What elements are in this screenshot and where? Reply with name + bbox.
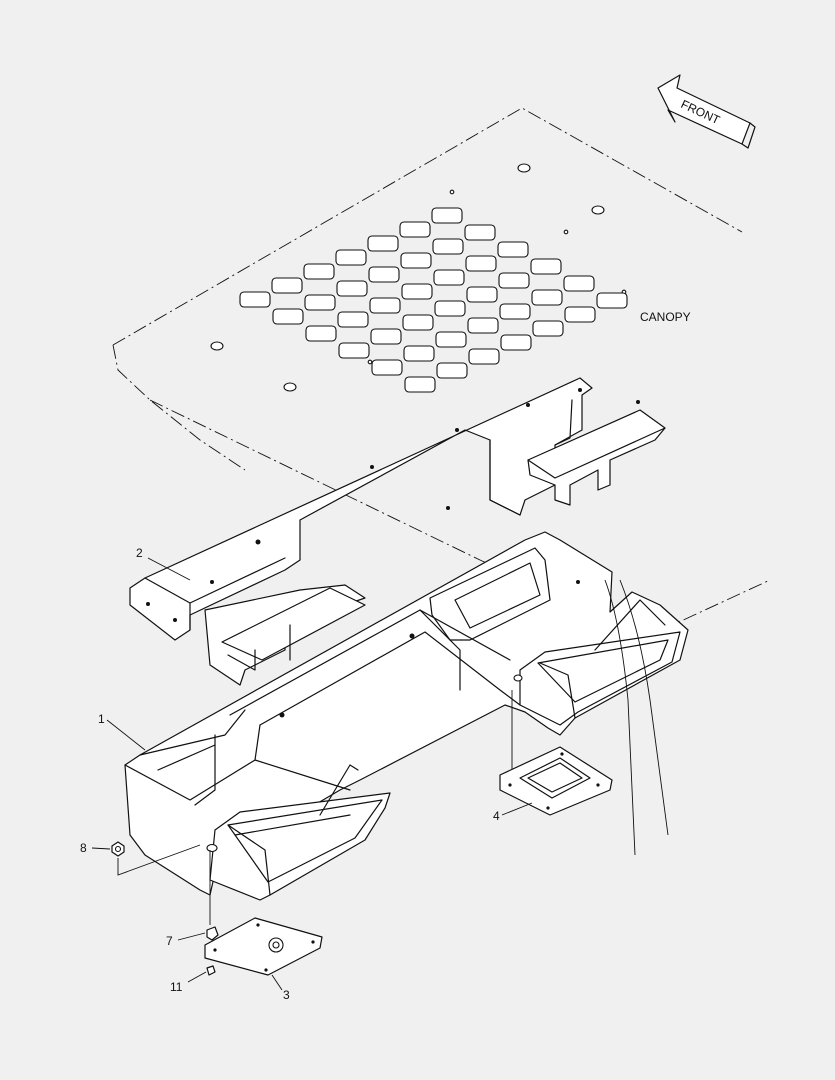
vent-slot — [468, 348, 500, 365]
vent-slot — [500, 334, 532, 351]
vent-slot — [272, 308, 304, 325]
vent-slot — [370, 328, 402, 345]
vent-slot — [336, 280, 368, 297]
vent-slot — [338, 342, 370, 359]
vent-slot — [402, 314, 434, 331]
vent-slot — [368, 266, 400, 283]
assembly-center-lines — [209, 579, 669, 925]
callout-3: 3 — [283, 988, 290, 1002]
part-2-bracket — [129, 377, 666, 686]
callout-1: 1 — [98, 712, 105, 726]
vent-slot — [467, 317, 499, 334]
fasteners — [111, 841, 219, 976]
callout-labels: 2 1 4 8 7 11 3 — [80, 546, 500, 1002]
callout-2: 2 — [136, 546, 143, 560]
vent-slot — [239, 291, 271, 308]
vent-slot — [465, 255, 497, 272]
vent-slot — [498, 272, 530, 289]
canopy-vent-grid — [239, 207, 628, 393]
vent-slot — [497, 241, 529, 258]
vent-slot — [596, 292, 628, 309]
vent-slot — [303, 263, 335, 280]
canopy-outline: CANOPY — [112, 107, 771, 641]
vent-slot — [403, 345, 435, 362]
vent-slot — [466, 286, 498, 303]
vent-slot — [499, 303, 531, 320]
vent-slot — [432, 238, 464, 255]
callout-8: 8 — [80, 841, 87, 855]
vent-slot — [464, 224, 496, 241]
vent-slot — [367, 235, 399, 252]
part-4-grommet — [499, 746, 613, 816]
vent-slot — [431, 207, 463, 224]
vent-slot — [399, 221, 431, 238]
vent-slot — [434, 300, 466, 317]
canopy-label: CANOPY — [640, 310, 691, 324]
vent-slot — [337, 311, 369, 328]
callout-4: 4 — [493, 809, 500, 823]
part-1-floor-pan — [124, 531, 689, 901]
vent-slot — [404, 376, 436, 393]
vent-slot — [435, 331, 467, 348]
vent-slot — [271, 277, 303, 294]
front-direction-arrow: FRONT — [657, 74, 756, 149]
vent-slot — [532, 320, 564, 337]
vent-slot — [369, 297, 401, 314]
callout-11: 11 — [170, 980, 183, 994]
part-11-screw — [206, 965, 216, 976]
vent-slot — [436, 362, 468, 379]
leader-lines — [91, 557, 533, 991]
vent-slot — [304, 294, 336, 311]
vent-slot — [530, 258, 562, 275]
vent-slot — [305, 325, 337, 342]
callout-7: 7 — [166, 934, 173, 948]
vent-slot — [401, 283, 433, 300]
vent-slot — [563, 275, 595, 292]
vent-slot — [531, 289, 563, 306]
vent-slot — [371, 359, 403, 376]
vent-slot — [433, 269, 465, 286]
part-7-bolt — [206, 926, 219, 941]
vent-slot — [400, 252, 432, 269]
part-3-cover-plate — [204, 917, 323, 976]
vent-slot — [564, 306, 596, 323]
vent-slot — [335, 249, 367, 266]
